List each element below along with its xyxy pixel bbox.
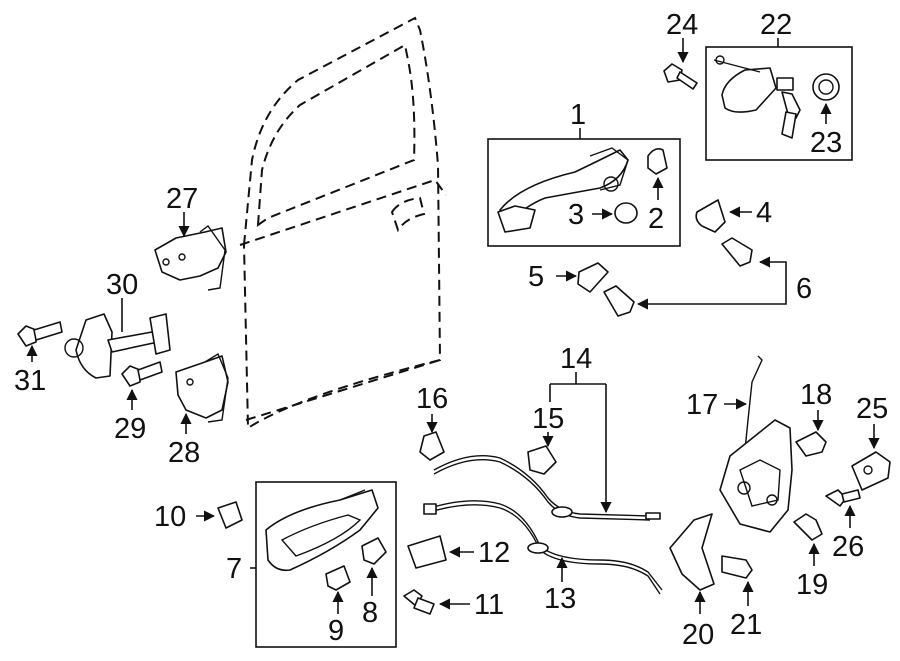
bolt-31-icon <box>17 321 63 347</box>
callout-23: 23 <box>810 127 842 159</box>
callout-labels: 1 2 3 4 5 6 7 8 9 10 11 12 13 14 15 16 1… <box>14 9 888 651</box>
callout-8: 8 <box>362 597 378 629</box>
callout-11: 11 <box>474 589 504 621</box>
door-outline <box>239 16 447 430</box>
callout-1: 1 <box>570 99 586 131</box>
callout-13: 13 <box>544 583 576 615</box>
callout-31: 31 <box>14 365 46 397</box>
bolt-29-icon <box>121 361 163 387</box>
callout-7: 7 <box>226 553 242 585</box>
cap-icon <box>614 202 638 224</box>
leader-lines <box>26 38 880 614</box>
clip-icon <box>647 148 668 175</box>
callout-19: 19 <box>796 569 828 601</box>
cylinder-seal-icon <box>812 73 840 101</box>
cover-12-icon <box>407 535 447 569</box>
release-cable-14-icon <box>433 455 661 521</box>
callout-5: 5 <box>528 261 544 293</box>
callout-17: 17 <box>686 389 718 421</box>
inside-handle-icon <box>265 489 379 572</box>
bolt-21-icon <box>721 555 753 579</box>
callout-4: 4 <box>756 197 772 229</box>
switch-16-icon <box>419 431 445 461</box>
callout-29: 29 <box>114 413 146 445</box>
callout-6: 6 <box>796 273 812 305</box>
check-strap-icon <box>64 313 171 379</box>
lock-cylinder-with-keys-icon <box>713 55 801 139</box>
clip-8-icon <box>361 537 387 565</box>
screw-26-icon <box>825 489 861 507</box>
bracket-20-icon <box>669 513 715 591</box>
callout-18: 18 <box>800 379 832 411</box>
screw-19-icon <box>793 513 823 541</box>
callout-16: 16 <box>416 383 448 415</box>
bracket-4-icon <box>695 199 726 233</box>
bolt-6b-icon <box>603 285 635 317</box>
striker-25-icon <box>851 451 891 491</box>
callout-24: 24 <box>666 9 698 41</box>
door-latch-actuator-icon <box>719 355 793 533</box>
callout-12: 12 <box>478 537 510 569</box>
outside-handle-icon <box>497 147 629 233</box>
callout-15: 15 <box>532 403 564 435</box>
release-cable-13-icon <box>423 500 663 595</box>
lower-hinge-icon <box>175 352 229 423</box>
clip-9-icon <box>325 565 351 591</box>
callout-14: 14 <box>560 343 592 375</box>
pad-5-icon <box>577 262 609 293</box>
screw-11-icon <box>403 589 435 615</box>
clip-10-icon <box>217 501 243 529</box>
callout-3: 3 <box>568 199 584 231</box>
callout-22: 22 <box>760 9 792 41</box>
callout-26: 26 <box>832 531 864 563</box>
callout-21: 21 <box>730 609 762 641</box>
callout-20: 20 <box>682 619 714 651</box>
callout-27: 27 <box>166 183 198 215</box>
upper-hinge-icon <box>154 225 227 291</box>
callout-2: 2 <box>648 203 664 235</box>
bolt-18-icon <box>795 431 827 457</box>
callout-10: 10 <box>154 501 186 533</box>
callout-28: 28 <box>168 437 200 469</box>
clip-15-icon <box>527 445 557 475</box>
callout-25: 25 <box>856 393 888 425</box>
bolt-24-icon <box>663 63 698 90</box>
bolt-6a-icon <box>721 237 753 267</box>
inside-handle-group-box <box>255 481 397 648</box>
callout-30: 30 <box>106 269 138 301</box>
lock-cylinder-group-box <box>705 46 853 161</box>
outside-handle-group-box <box>487 138 681 247</box>
callout-9: 9 <box>328 615 344 647</box>
